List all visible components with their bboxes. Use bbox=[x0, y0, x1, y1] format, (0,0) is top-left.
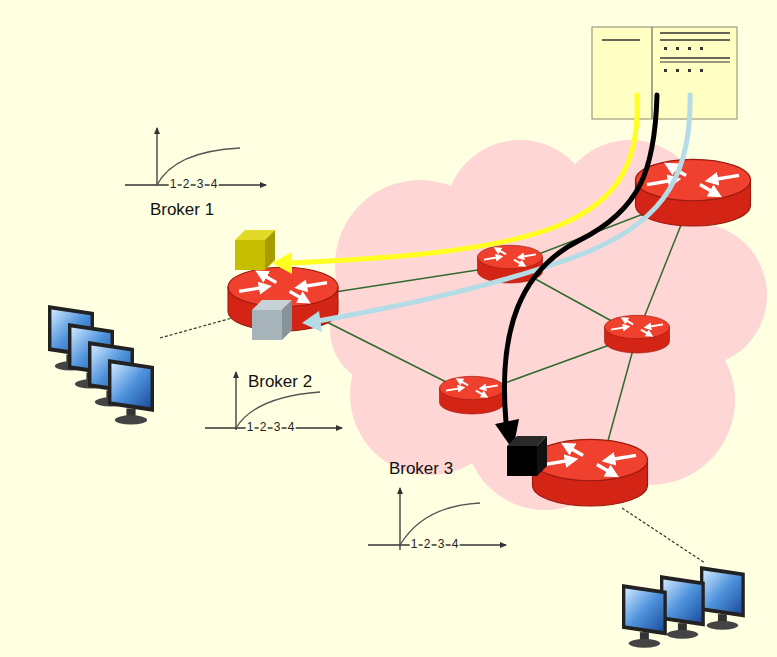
axis-tick: 3 bbox=[437, 538, 446, 551]
router-icons bbox=[228, 159, 751, 506]
data-flows bbox=[292, 95, 690, 422]
axis-tick: 1 bbox=[410, 538, 419, 551]
network-links bbox=[283, 195, 693, 470]
axis-tick: 2 bbox=[423, 538, 432, 551]
axis-tick: 2 bbox=[259, 421, 268, 434]
axis-tick: 4 bbox=[451, 538, 460, 551]
chart-title: Broker 2 bbox=[248, 373, 312, 392]
chart-title: Broker 1 bbox=[150, 201, 214, 220]
axis-tick: 3 bbox=[273, 421, 282, 434]
axis-tick: 3 bbox=[196, 178, 205, 191]
axis-tick: 4 bbox=[287, 421, 296, 434]
broker-charts bbox=[125, 128, 506, 550]
server-icon bbox=[592, 27, 737, 119]
axis-tick: 4 bbox=[210, 178, 219, 191]
axis-tick: 2 bbox=[182, 178, 191, 191]
chart-title: Broker 3 bbox=[389, 460, 453, 479]
axis-tick: 1 bbox=[169, 178, 178, 191]
leader-lines bbox=[160, 318, 705, 563]
client-computers bbox=[48, 305, 745, 648]
axis-tick: 1 bbox=[246, 421, 255, 434]
arrowhead bbox=[302, 311, 322, 332]
network-cloud bbox=[330, 140, 767, 510]
data-cubes bbox=[235, 230, 547, 476]
